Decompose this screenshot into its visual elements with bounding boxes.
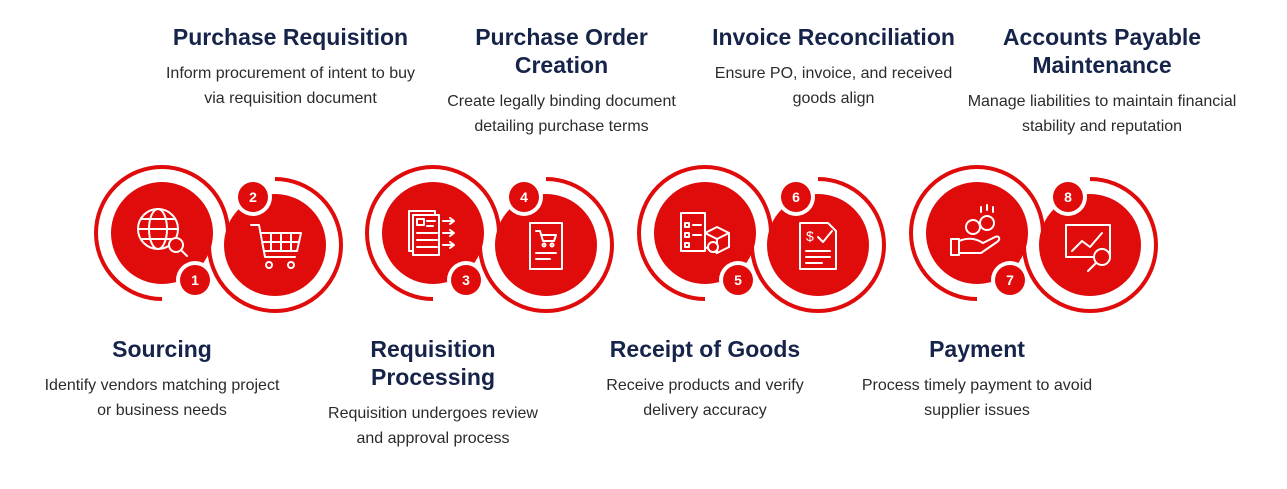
step-circle xyxy=(1039,194,1141,296)
step-description: Process timely payment to avoid supplier… xyxy=(861,377,1093,419)
step-circle xyxy=(767,194,869,296)
step-description: Requisition undergoes review and approva… xyxy=(328,405,538,447)
step-number-badge xyxy=(1053,182,1083,212)
outer-arc xyxy=(207,177,343,313)
globe-search-icon xyxy=(137,208,188,257)
chart-search-icon xyxy=(1065,224,1111,272)
step-title: Purchase Requisition xyxy=(172,24,409,50)
outer-arc xyxy=(750,177,886,313)
step-number: 1 xyxy=(191,272,199,288)
step-number-badge xyxy=(995,265,1025,295)
step-number-badge xyxy=(451,265,481,295)
outer-arc xyxy=(637,165,773,301)
step-title: Invoice Reconciliation xyxy=(712,24,955,50)
step-title: Purchase Order Creation xyxy=(475,24,648,78)
step-number-badge xyxy=(238,182,268,212)
step-number: 3 xyxy=(462,272,470,288)
invoice-check-icon: $ xyxy=(799,222,837,270)
step-title: Requisition Processing xyxy=(370,336,496,390)
outer-arc xyxy=(909,165,1045,301)
step-description: Identify vendors matching project or bus… xyxy=(44,377,280,419)
step-number: 7 xyxy=(1006,272,1014,288)
outer-arc xyxy=(94,165,230,301)
step-number-badge xyxy=(781,182,811,212)
svg-text:$: $ xyxy=(806,228,814,244)
step-description: Create legally binding document detailin… xyxy=(447,93,676,135)
outer-arc xyxy=(365,165,501,301)
step-description: Ensure PO, invoice, and received goods a… xyxy=(714,65,953,107)
step-title: Accounts Payable Maintenance xyxy=(1002,24,1202,78)
step-circle xyxy=(224,194,326,296)
step-title: Sourcing xyxy=(112,336,212,362)
step-circle xyxy=(111,182,213,284)
step-number-badge xyxy=(509,182,539,212)
step-number: 5 xyxy=(734,272,742,288)
outer-arc xyxy=(478,177,614,313)
checklist-box-icon xyxy=(680,212,730,254)
step-number: 4 xyxy=(520,189,528,205)
step-number: 2 xyxy=(249,189,257,205)
step-description: Manage liabilities to maintain financial… xyxy=(967,93,1237,135)
documents-arrows-icon xyxy=(408,210,455,256)
step-description: Inform procurement of intent to buy via … xyxy=(165,65,415,107)
hand-coins-icon xyxy=(950,204,1001,256)
step-number-badge xyxy=(723,265,753,295)
step-number: 6 xyxy=(792,189,800,205)
order-document-icon xyxy=(529,222,563,270)
step-title: Payment xyxy=(929,336,1025,362)
outer-arc xyxy=(1022,177,1158,313)
step-number-badge xyxy=(180,265,210,295)
step-description: Receive products and verify delivery acc… xyxy=(606,377,804,419)
step-number: 8 xyxy=(1064,189,1072,205)
shopping-cart-icon xyxy=(250,224,302,269)
step-title: Receipt of Goods xyxy=(609,336,801,362)
